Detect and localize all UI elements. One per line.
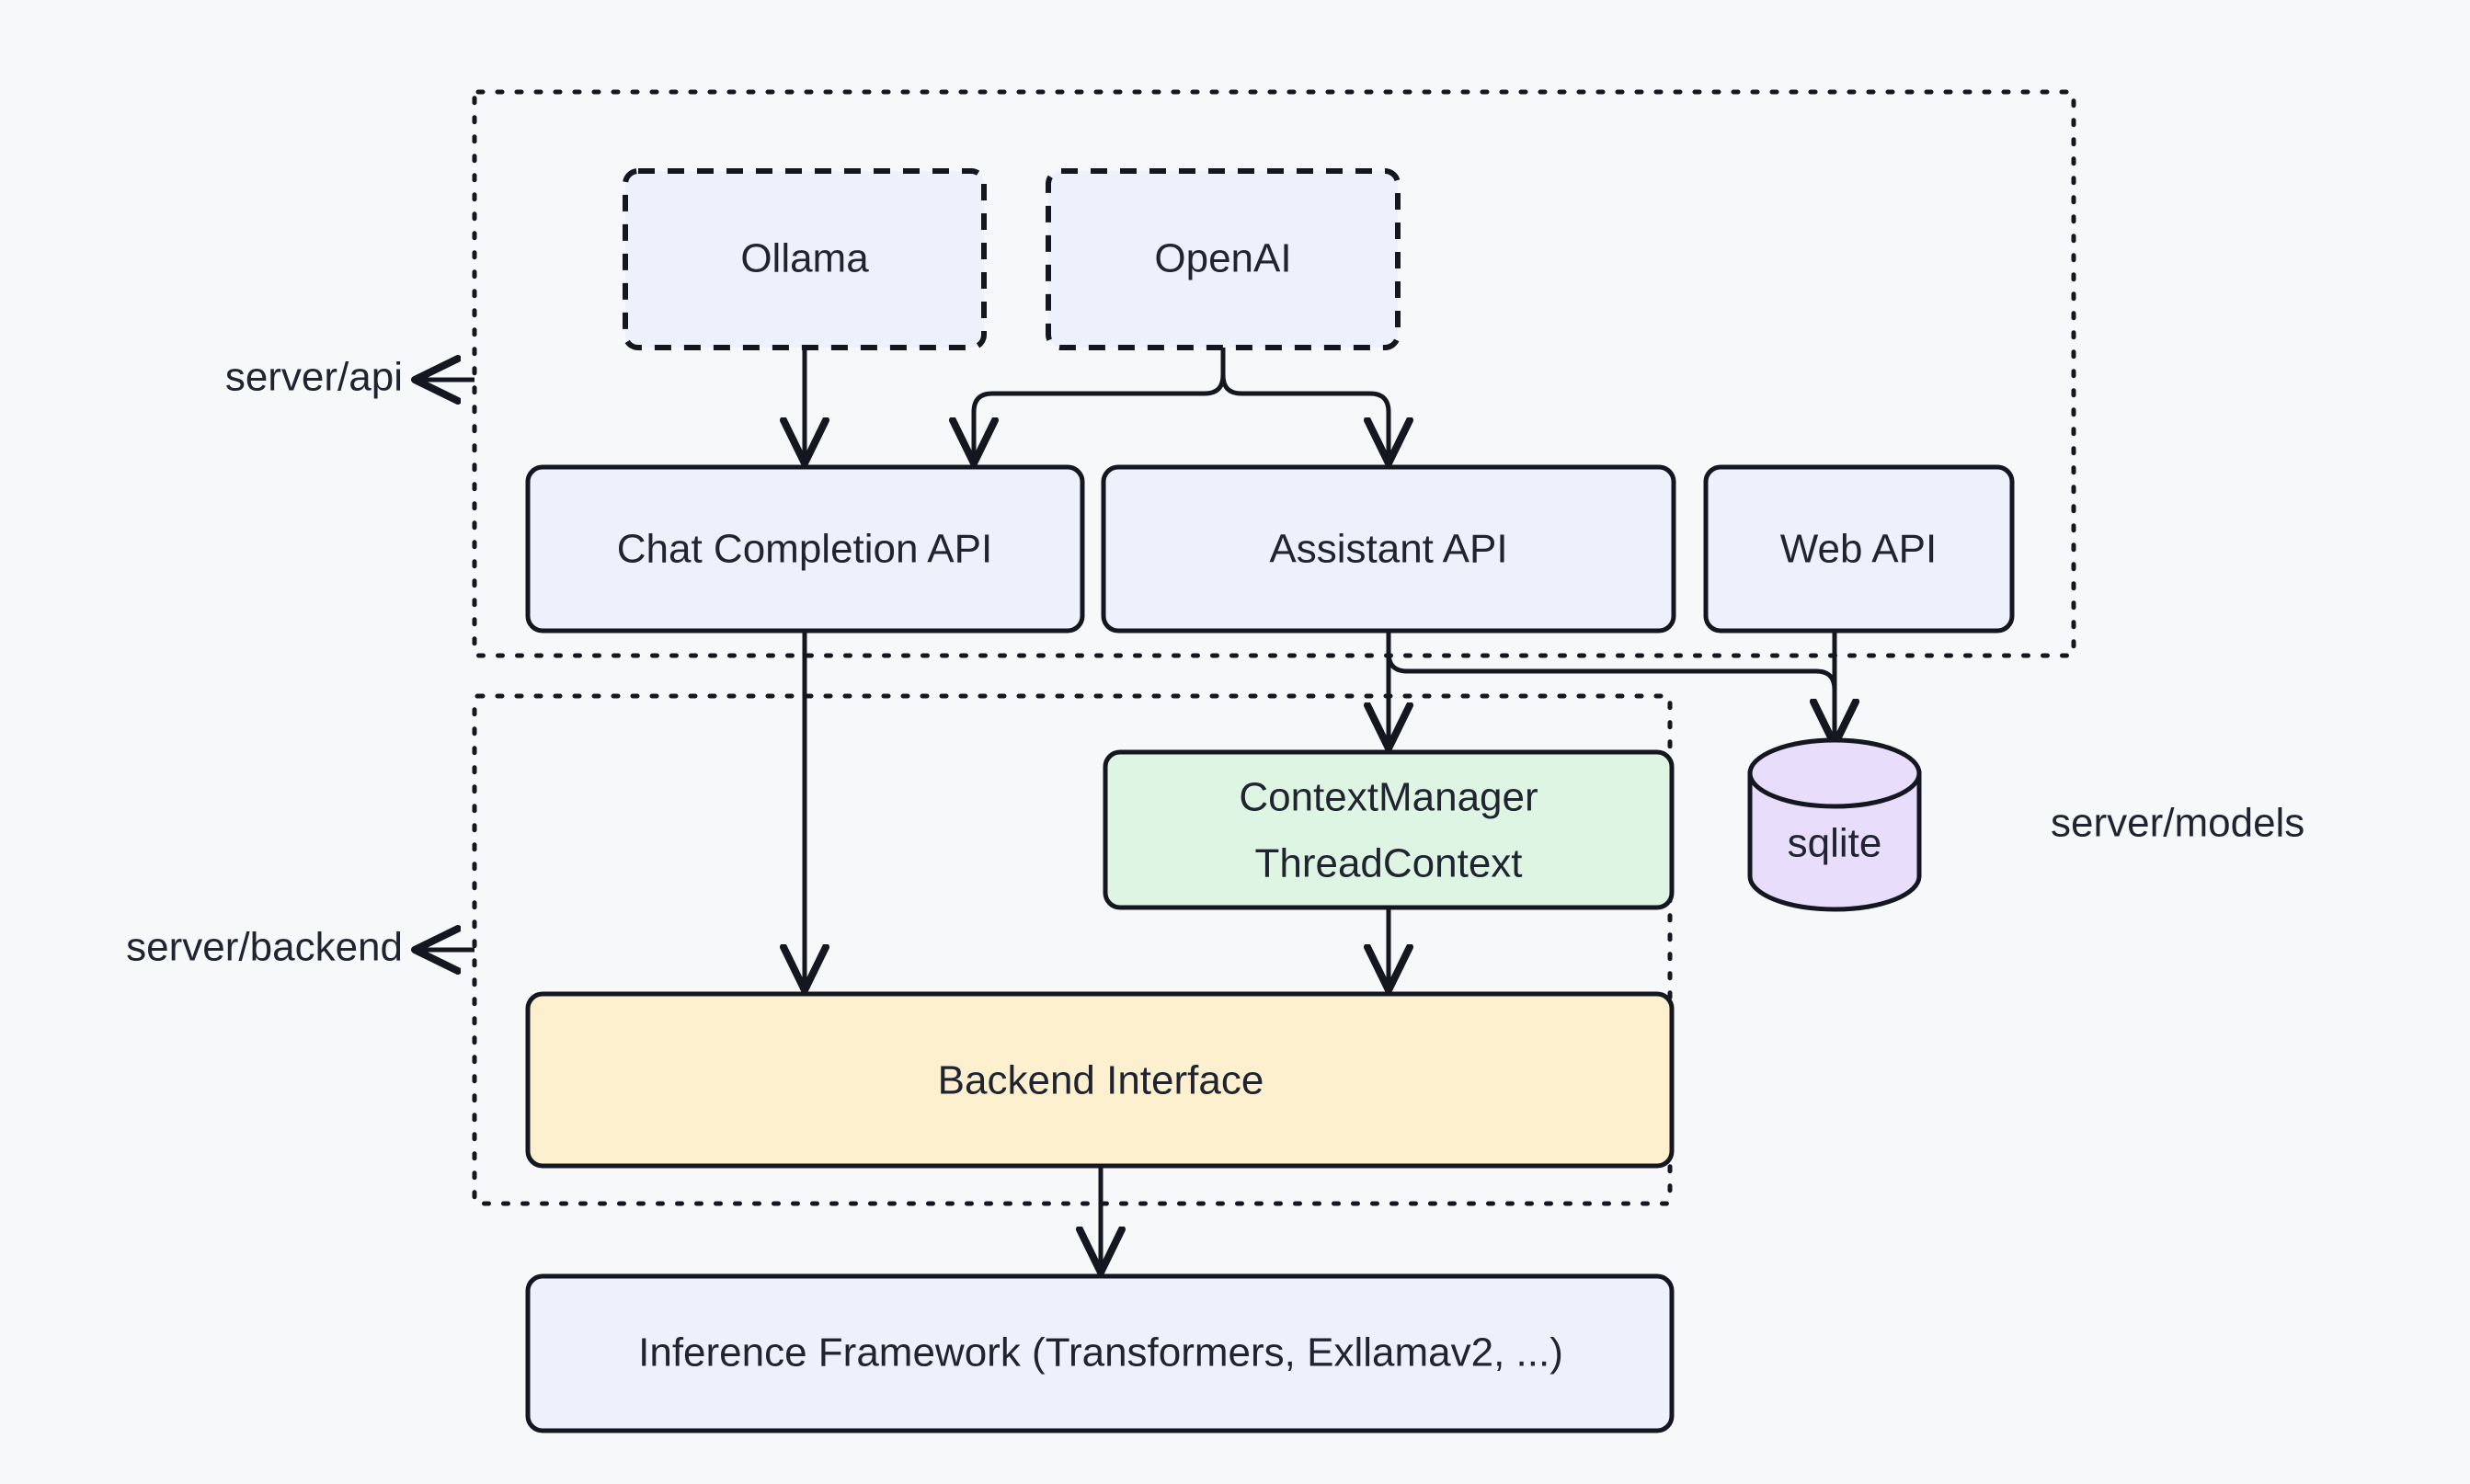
group-label-server-backend: server/backend [126, 925, 403, 970]
node-sqlite-database[interactable]: sqlite [1747, 737, 1922, 912]
node-inference-framework-label: Inference Framework (Transformers, Exlla… [638, 1330, 1563, 1376]
edge-openai-to-assistant [1220, 348, 1389, 460]
group-label-server-api: server/api [225, 355, 403, 400]
node-openai[interactable]: OpenAI [1046, 168, 1401, 350]
edge-assistant-to-sqlite [1386, 631, 1835, 741]
node-ollama[interactable]: Ollama [623, 168, 987, 350]
node-chat-completion-api-label: Chat Completion API [617, 527, 992, 572]
node-chat-completion-api[interactable]: Chat Completion API [525, 464, 1085, 634]
node-context-manager-label-line2: ThreadContext [1254, 841, 1522, 886]
node-backend-interface-label: Backend Interface [938, 1058, 1264, 1103]
node-sqlite-label: sqlite [1788, 821, 1882, 866]
node-ollama-label: Ollama [740, 236, 869, 281]
group-label-server-models: server/models [2051, 801, 2304, 846]
node-assistant-api[interactable]: Assistant API [1101, 464, 1676, 634]
node-assistant-api-label: Assistant API [1269, 527, 1507, 572]
node-web-api-label: Web API [1780, 527, 1937, 572]
node-web-api[interactable]: Web API [1703, 464, 2015, 634]
node-inference-framework[interactable]: Inference Framework (Transformers, Exlla… [525, 1273, 1675, 1433]
node-openai-label: OpenAI [1154, 236, 1291, 281]
node-context-manager-label-line1: ContextManager [1239, 775, 1538, 820]
node-context-manager[interactable]: ContextManager ThreadContext [1103, 749, 1675, 910]
node-backend-interface[interactable]: Backend Interface [525, 991, 1675, 1169]
edge-openai-to-chat [974, 348, 1226, 460]
group-container-server-api [472, 89, 2076, 658]
